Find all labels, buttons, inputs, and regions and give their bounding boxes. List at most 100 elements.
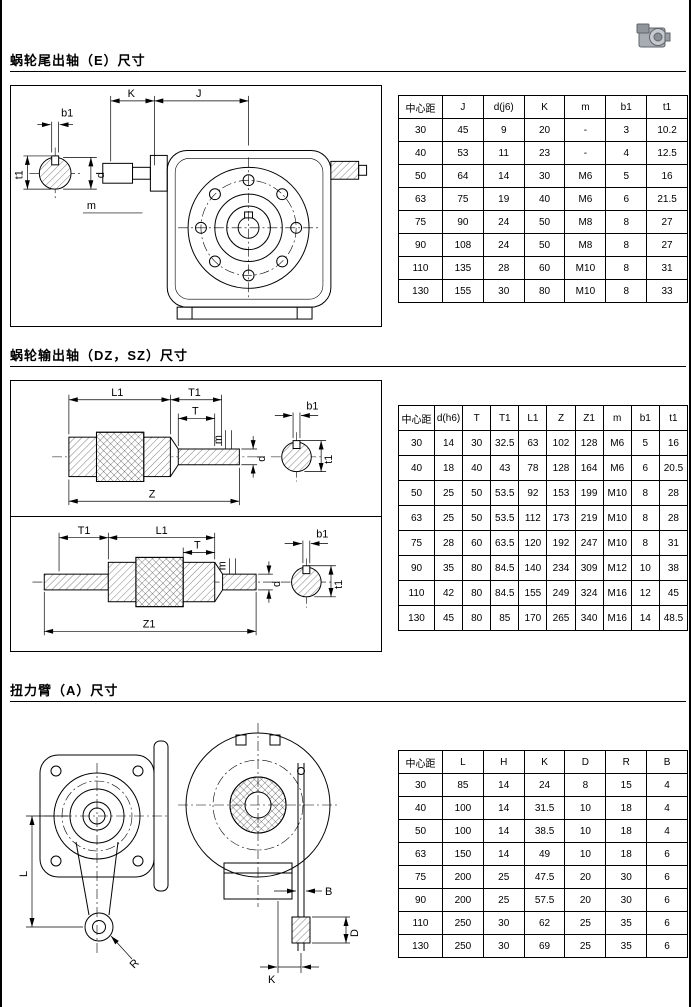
table-cell: 80 (462, 580, 492, 606)
gearbox-photo-icon (636, 16, 672, 52)
table-cell: 250 (442, 911, 484, 935)
table-cell: 35 (605, 934, 648, 958)
table-cell: - (564, 141, 607, 165)
section2-divider (10, 366, 686, 367)
table-cell: 14 (482, 164, 525, 188)
table-cell: 20.5 (658, 455, 689, 481)
table-cell: M6 (564, 164, 607, 188)
table-cell: 18 (433, 455, 464, 481)
table-cell: M8 (564, 210, 607, 234)
table-cell: 50 (398, 480, 435, 506)
table-cell: 3 (605, 118, 648, 142)
column-header: H (482, 750, 525, 774)
table-cell: 85 (490, 605, 520, 631)
table-cell: 200 (442, 888, 484, 912)
table-cell: 100 (442, 819, 484, 843)
table-cell: 10 (630, 555, 660, 581)
table-cell: 19 (482, 187, 525, 211)
table-cell: 150 (442, 842, 484, 866)
torque-arm-side-view (39, 740, 170, 955)
table-cell: 28 (658, 480, 689, 506)
dim-label-t1: t1 (323, 455, 335, 464)
output-shaft-dz-view (68, 431, 240, 483)
table-cell: 249 (546, 580, 576, 606)
table-cell: 40 (462, 455, 492, 481)
table-cell: 14 (630, 605, 660, 631)
column-header: L1 (518, 405, 548, 431)
dim-label-t1: t1 (333, 580, 345, 589)
section3-divider (10, 701, 686, 702)
dim-lines-l1-t1 (68, 394, 222, 447)
table-cell: 192 (546, 530, 576, 556)
table-cell: 155 (518, 580, 548, 606)
table-cell: 10 (564, 796, 607, 820)
table-cell: 80 (462, 605, 492, 631)
table-cell: 110 (398, 580, 435, 606)
table-cell: 24 (482, 210, 525, 234)
table-cell: 50 (462, 480, 492, 506)
table-cell: 90 (398, 233, 443, 257)
table-cell: M6 (602, 455, 632, 481)
table-cell: 27 (646, 233, 688, 257)
table-cell: 6 (646, 888, 688, 912)
column-header: m (564, 95, 607, 119)
table-cell: 25 (482, 865, 525, 889)
table-cell: 21.5 (646, 187, 688, 211)
dim-label-r: R (128, 957, 142, 971)
table-cell: 18 (605, 796, 648, 820)
table-cell: 32.5 (490, 430, 520, 456)
section1-title: 蜗轮尾出轴（E）尺寸 (10, 53, 146, 68)
table-cell: 90 (398, 555, 435, 581)
table-cell: 28 (482, 256, 525, 280)
table-cell: 31 (658, 530, 689, 556)
table-cell: 110 (398, 256, 443, 280)
table-cell: 30 (398, 430, 435, 456)
table-cell: 120 (518, 530, 548, 556)
dim-label-t1-top: T1 (188, 387, 201, 399)
table-cell: 250 (442, 934, 484, 958)
table-cell: 45 (658, 580, 689, 606)
table-cell: 234 (546, 555, 576, 581)
shaft-section-view (29, 147, 81, 200)
table-cell: 8 (605, 256, 648, 280)
torque-arm-front-view (178, 723, 340, 951)
table-cell: M16 (602, 580, 632, 606)
table-cell: 110 (398, 911, 443, 935)
table-cell: 47.5 (523, 865, 566, 889)
table-cell: 8 (605, 233, 648, 257)
table-cell: 247 (574, 530, 604, 556)
table-cell: 24 (482, 233, 525, 257)
table-cell: 4 (646, 773, 688, 797)
table-cell: 31 (646, 256, 688, 280)
dim-label-d-dim: D (349, 929, 361, 937)
dim-label-b1: b1 (316, 529, 328, 541)
dim-label-d: d (256, 456, 268, 462)
table-cell: 4 (646, 796, 688, 820)
table-cell: 49 (523, 842, 566, 866)
table-cell: 20 (564, 888, 607, 912)
column-header: T (462, 405, 492, 431)
table-cell: 102 (546, 430, 576, 456)
table-cell: 140 (518, 555, 548, 581)
table-cell: 92 (518, 480, 548, 506)
column-header: 中心距 (398, 95, 443, 119)
dim-lines-L (26, 815, 83, 928)
table-cell: M10 (602, 505, 632, 531)
table-cell: 60 (462, 530, 492, 556)
table-cell: 14 (482, 819, 525, 843)
table-cell: 80 (523, 279, 566, 303)
table-cell: 8 (564, 773, 607, 797)
shaft-section-view (281, 440, 312, 473)
dim-label-z1: Z1 (143, 618, 156, 630)
